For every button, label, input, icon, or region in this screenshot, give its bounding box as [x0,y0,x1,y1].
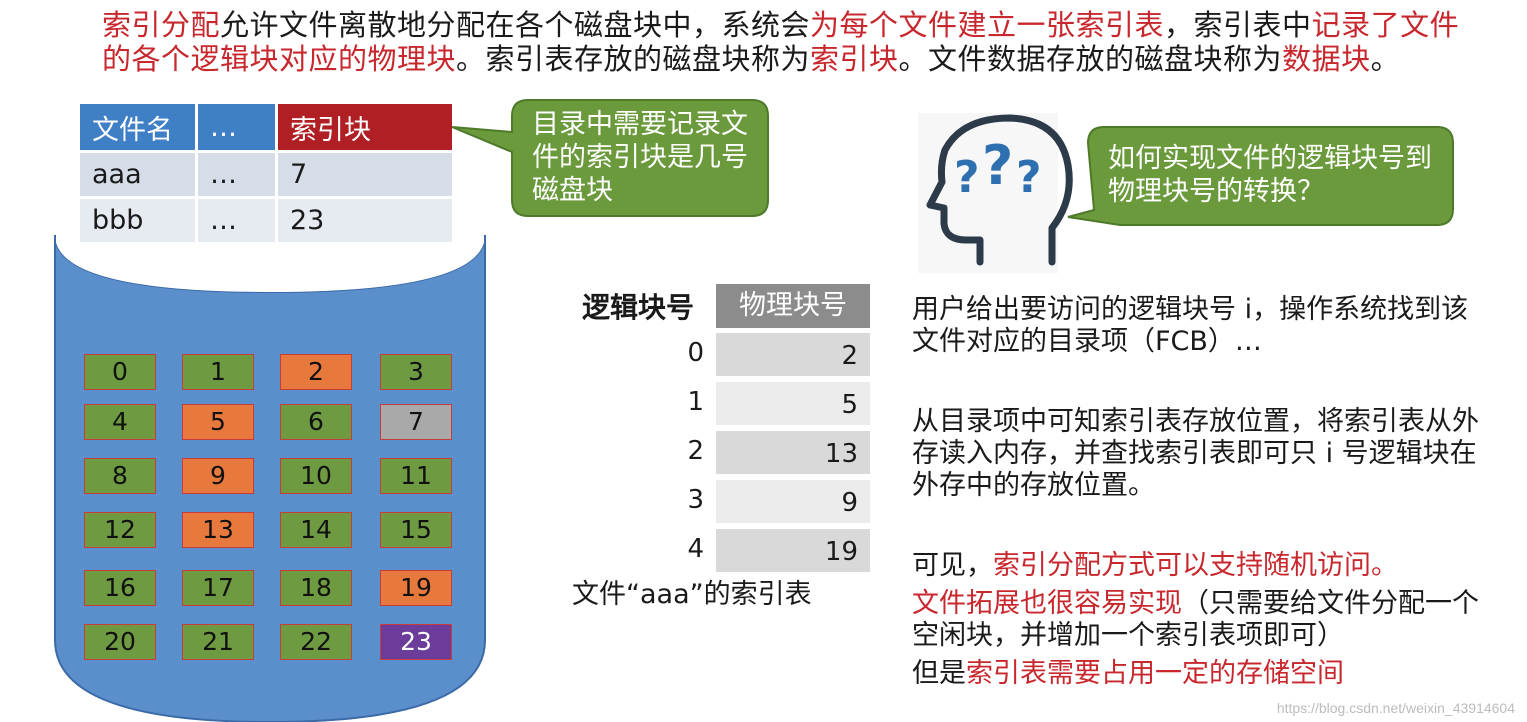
disk-block: 17 [182,570,254,606]
directory-callout-bubble [451,99,769,217]
cell-index-block: 23 [278,196,452,242]
disk-block: 21 [182,624,254,660]
disk-block: 18 [280,570,352,606]
intro-text-2: ，索引表中 [1164,8,1312,42]
disk-block: 23 [380,624,452,660]
physical-block-number: 9 [716,477,870,523]
logical-block-number: 0 [687,338,704,368]
term-index-allocation: 索引分配 [102,8,221,42]
svg-text:?: ? [954,152,980,203]
disk-block: 5 [182,404,254,440]
disk-block: 1 [182,354,254,390]
logical-block-number: 3 [687,485,704,515]
conclusion-random-access: 可见，索引分配方式可以支持随机访问。 [912,550,1492,582]
disk-block: 4 [84,404,156,440]
disk-block: 6 [280,404,352,440]
conclusion-drawback-highlight: 索引表需要占用一定的存储空间 [966,658,1344,689]
svg-text:?: ? [982,134,1013,197]
col-filename: 文件名 [80,104,198,150]
disk-block: 13 [182,512,254,548]
table-row: aaa … 7 [80,150,452,196]
disk-block: 15 [380,512,452,548]
intro-text-3: 。索引表存放的磁盘块称为 [456,42,811,76]
cell-filename: bbb [80,196,198,242]
intro-text-1: 允许文件离散地分配在各个磁盘块中，系统会 [220,8,811,42]
col-ellipsis: … [198,104,278,150]
physical-block-number: 2 [716,330,870,376]
disk-block: 10 [280,458,352,494]
physical-block-number: 13 [716,428,870,474]
conclusion-prefix: 可见， [912,550,993,581]
term-index-block: 索引块 [810,42,899,76]
col-logical-block: 逻辑块号 [582,291,695,324]
watermark: https://blog.csdn.net/weixin_43914604 [1276,700,1515,716]
term-data-block: 数据块 [1282,42,1371,76]
table-row: bbb … 23 [80,196,452,242]
svg-text:?: ? [1016,152,1042,203]
index-table-caption: 文件“aaa”的索引表 [572,579,812,610]
disk-block: 7 [380,404,452,440]
disk-block: 2 [280,354,352,390]
question-callout-bubble [1067,126,1454,226]
cell-index-block: 7 [278,150,452,196]
logical-block-number: 1 [687,387,704,417]
directory-callout-text: 目录中需要记录文件的索引块是几号磁盘块 [532,109,748,206]
cell-ellipsis: … [198,196,278,242]
conclusion-random-access-highlight: 索引分配方式可以支持随机访问。 [993,550,1398,581]
intro-text-4: 。文件数据存放的磁盘块称为 [898,42,1283,76]
conclusion-drawback: 但是索引表需要占用一定的存储空间 [912,658,1492,690]
intro-highlight-2: 记录了文件的各个逻辑块对应的物理块 [102,8,1460,76]
intro-paragraph: 索引分配允许文件离散地分配在各个磁盘块中，系统会为每个文件建立一张索引表，索引表… [102,8,1482,76]
conclusion-extension-highlight: 文件拓展也很容易实现 [912,588,1182,619]
physical-block-number: 5 [716,379,870,425]
question-callout-text: 如何实现文件的逻辑块号到物理块号的转换？ [1108,143,1432,207]
disk-block: 8 [84,458,156,494]
col-physical-block: 物理块号 [716,284,870,328]
cell-ellipsis: … [198,150,278,196]
disk-block: 0 [84,354,156,390]
cell-filename: aaa [80,150,198,196]
thinking-head-icon: ? ? ? [918,113,1073,273]
physical-block-number: 19 [716,526,870,572]
conclusion-drawback-prefix: 但是 [912,658,966,689]
conclusion-extension-detail: （只需要给文件分配一个空闲块，并增加一个索引表项即可） [912,588,1479,651]
conclusion-extension: 文件拓展也很容易实现（只需要给文件分配一个空闲块，并增加一个索引表项即可） [912,588,1492,652]
disk-block: 11 [380,458,452,494]
col-index-block: 索引块 [278,104,452,150]
directory-table: 文件名 … 索引块 aaa … 7 bbb … 23 [80,104,452,242]
explanation-step-1: 用户给出要访问的逻辑块号 i，操作系统找到该文件对应的目录项（FCB）… [912,294,1469,357]
disk-block: 19 [380,570,452,606]
logical-block-number: 4 [687,534,704,564]
disk-block: 22 [280,624,352,660]
disk-block: 9 [182,458,254,494]
disk-block: 12 [84,512,156,548]
disk-block: 3 [380,354,452,390]
explanation-step-2: 从目录项中可知索引表存放位置，将索引表从外存读入内存，并查找索引表即可只 i 号… [912,406,1479,501]
disk-block: 16 [84,570,156,606]
disk-block: 14 [280,512,352,548]
logical-block-number: 2 [687,436,704,466]
intro-highlight-1: 为每个文件建立一张索引表 [810,8,1165,42]
directory-header-row: 文件名 … 索引块 [80,104,452,150]
intro-text-5: 。 [1370,42,1401,76]
disk-block: 20 [84,624,156,660]
